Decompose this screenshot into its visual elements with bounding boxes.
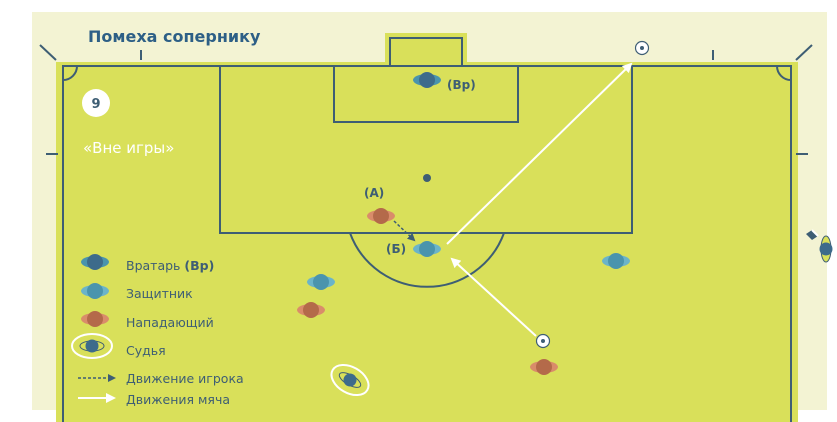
goalkeeper-player <box>413 72 441 88</box>
attacker-player-lower <box>530 359 558 375</box>
subtitle: «Вне игры» <box>83 139 174 157</box>
legend-player-move: Движение игрока <box>126 371 244 386</box>
flag-icon <box>806 229 819 240</box>
penalty-arc <box>349 232 505 288</box>
ball-move-arrow-short <box>450 257 537 337</box>
penalty-spot <box>423 174 431 182</box>
legend-attacker: Нападающий <box>126 315 214 330</box>
attacker-player <box>297 302 325 318</box>
defender-player <box>307 274 335 290</box>
ball-icon-top <box>634 40 650 56</box>
defender-player-right <box>602 253 630 269</box>
legend-goalkeeper-tag: (Вр) <box>184 258 214 273</box>
corner-tick-left <box>39 44 57 61</box>
legend-goalkeeper-icon <box>81 254 109 270</box>
attacker-player-a <box>367 208 395 224</box>
corner-arc-left <box>62 65 78 81</box>
legend-defender: Защитник <box>126 286 193 301</box>
legend-defender-icon <box>81 283 109 299</box>
page-title: Помеха сопернику <box>88 27 261 46</box>
number-badge-text: 9 <box>91 97 100 112</box>
ball-move-arrow-long <box>446 62 633 245</box>
legend-ball-move: Движения мяча <box>126 392 230 407</box>
corner-tick-right <box>795 44 813 61</box>
legend-goalkeeper-label: Вратарь <box>126 258 180 273</box>
assistant-referee <box>806 229 833 263</box>
defender-tag: (Б) <box>386 242 406 256</box>
defender-player-b <box>413 241 441 257</box>
referee-player <box>330 363 370 397</box>
goalkeeper-tag: (Вр) <box>447 78 476 92</box>
goal-area <box>333 65 519 123</box>
legend-attacker-icon <box>81 311 109 327</box>
legend-referee-icon <box>71 333 113 359</box>
ball-icon-lower <box>535 333 551 349</box>
attacker-tag: (А) <box>364 186 384 200</box>
legend-referee: Судья <box>126 343 166 358</box>
legend: Вратарь (Вр) Защитник Нападающий Судья Дв… <box>71 254 244 407</box>
corner-arc-right <box>776 65 792 81</box>
player-move-arrow <box>393 220 416 242</box>
number-badge <box>82 89 110 117</box>
legend-goalkeeper: Вратарь (Вр) <box>126 258 214 273</box>
